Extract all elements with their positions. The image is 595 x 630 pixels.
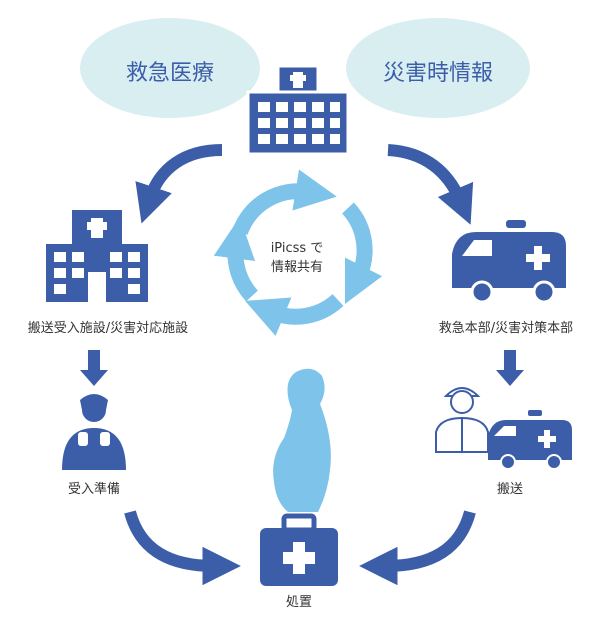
staff-icon (62, 394, 126, 470)
patient-icon (273, 368, 331, 512)
small-ambulance-icon (488, 410, 572, 470)
emergency-medical-label: 救急医療 (126, 61, 214, 86)
hq-label: 救急本部/災害対策本部 (439, 320, 573, 336)
cycle-label-line1: iPicss で (271, 241, 324, 256)
disaster-info-label: 災害時情報 (383, 61, 493, 86)
transport-label: 搬送 (497, 482, 523, 497)
paramedic-icon (435, 387, 489, 453)
medical-kit-icon (260, 513, 338, 586)
cycle-arrows (213, 169, 383, 336)
facility-label: 搬送受入施設/災害対応施設 (28, 320, 188, 336)
preparation-label: 受入準備 (68, 481, 120, 497)
arrow-prep-to-treatment (124, 510, 241, 586)
arrow-to-facility (135, 144, 223, 224)
arrow-down-left (80, 350, 108, 386)
treatment-label: 処置 (286, 595, 312, 610)
arrow-down-right (496, 350, 524, 386)
bubble-emergency-medical: 救急医療 (80, 18, 260, 118)
cycle-label-line2: 情報共有 (271, 260, 323, 275)
arrow-transport-to-treatment (359, 510, 476, 586)
arrow-to-hq (387, 144, 474, 225)
bubble-disaster-info: 災害時情報 (346, 18, 530, 118)
facility-hospital-icon (46, 210, 148, 302)
ambulance-icon (452, 220, 566, 304)
top-hospital-icon (246, 64, 350, 156)
